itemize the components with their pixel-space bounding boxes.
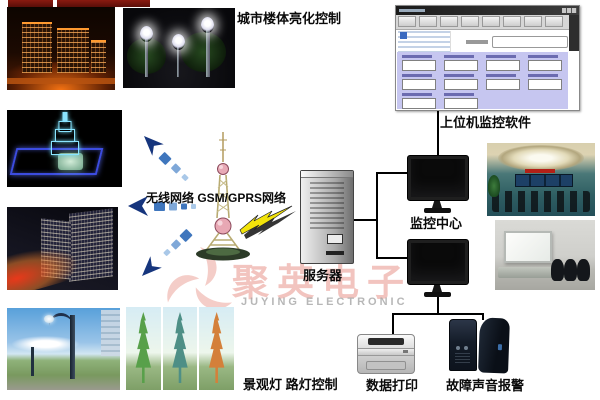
window-buttons-icon — [562, 8, 577, 13]
software-field-panel — [397, 52, 568, 109]
photo-park-lamps-night — [123, 8, 235, 88]
software-titlebar — [396, 6, 579, 15]
signal-arrow-icon — [128, 136, 196, 276]
software-field — [444, 92, 478, 111]
gsm-tower-icon — [196, 132, 250, 261]
software-field — [402, 54, 436, 73]
software-field — [444, 73, 478, 92]
monitoring-software-window — [395, 5, 580, 111]
watermark-english: JUYING ELECTRONIC — [241, 296, 408, 308]
photo-control-room-ceiling — [487, 143, 595, 216]
wire-junction-vertical — [376, 172, 378, 259]
speaker-side — [478, 317, 510, 374]
monitor-1 — [407, 155, 469, 213]
software-field — [444, 54, 478, 73]
label-building-control: 城市楼体亮化控制 — [237, 11, 342, 26]
label-fault-alarm: 故障声音报警 — [446, 378, 525, 393]
label-data-print: 数据打印 — [366, 378, 419, 393]
label-street-light-control: 景观灯 路灯控制 — [243, 377, 338, 392]
software-field — [486, 73, 520, 92]
wire-tee-horizontal — [392, 313, 484, 315]
monitor-screen — [407, 239, 469, 285]
photo-skyscrapers-night — [7, 207, 118, 290]
label-server: 服务器 — [303, 268, 343, 283]
wire-server-to-junction — [352, 219, 378, 221]
software-field — [528, 54, 562, 73]
printer-icon — [357, 334, 415, 374]
label-host-software: 上位机监控软件 — [440, 115, 532, 130]
photo-street-lamp-day — [7, 308, 120, 390]
software-tree-icon — [400, 32, 407, 39]
software-field — [486, 54, 520, 73]
wire-to-printer — [392, 315, 394, 334]
speaker-front — [449, 319, 477, 371]
photo-city-buildings-night — [7, 7, 115, 90]
monitor-2 — [407, 239, 469, 297]
monitor-screen — [407, 155, 469, 201]
label-monitor-center: 监控中心 — [410, 216, 463, 231]
photo-control-room-screen — [495, 220, 595, 290]
wire-junction-to-monitor1 — [378, 172, 408, 174]
photo-pagoda-neon — [7, 110, 122, 187]
wire-junction-to-monitor2 — [378, 257, 408, 259]
server-tower-icon — [300, 170, 354, 264]
lightning-icon — [239, 205, 296, 239]
wire-to-speakers — [482, 315, 484, 320]
wire-software-to-monitor1 — [437, 110, 439, 155]
software-field — [402, 73, 436, 92]
label-wireless-network: 无线网络 GSM/GPRS网络 — [146, 191, 287, 205]
photo-landscape-tree-lights — [125, 307, 235, 390]
wire-monitor2-down — [437, 295, 439, 314]
software-input-field — [492, 36, 568, 48]
speaker-pair-icon — [449, 317, 510, 374]
software-tree-panel — [398, 31, 451, 52]
software-field — [402, 92, 436, 111]
software-toolbar — [396, 15, 579, 30]
software-field — [528, 73, 562, 92]
cropped-photo-edge — [57, 0, 150, 7]
watermark-chinese: 聚英电子 — [232, 262, 412, 303]
cropped-photo-edge — [8, 0, 53, 7]
